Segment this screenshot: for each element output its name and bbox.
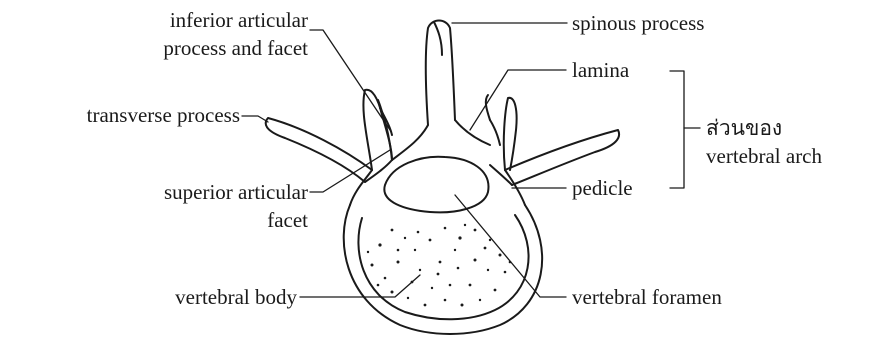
label-pedicle: pedicle xyxy=(572,176,633,200)
superior-articular-right-facet xyxy=(490,120,500,145)
label-arch-group-line2: vertebral arch xyxy=(706,144,822,168)
transverse-process-left xyxy=(266,118,372,182)
label-transverse-process: transverse process xyxy=(87,103,240,127)
vertebral-arch-bracket xyxy=(670,71,684,188)
label-superior-line1: superior articular xyxy=(164,180,308,204)
vertebral-foramen-outline xyxy=(384,157,488,213)
leader-foramen xyxy=(455,195,566,297)
label-vertebral-body: vertebral body xyxy=(175,285,297,309)
vertebral-body-outline xyxy=(344,205,542,334)
vertebral-body-inner-rim xyxy=(358,215,528,319)
leader-transverse xyxy=(242,116,268,122)
leader-inferior xyxy=(310,30,390,130)
lamina-left xyxy=(392,125,428,160)
leader-lamina xyxy=(470,70,566,130)
spinous-process-tip xyxy=(434,22,442,55)
label-inferior-line2: process and facet xyxy=(163,36,308,60)
label-superior-line2: facet xyxy=(267,208,308,232)
label-inferior-line1: inferior articular xyxy=(170,8,308,32)
label-lamina: lamina xyxy=(572,58,629,82)
label-vertebral-foramen: vertebral foramen xyxy=(572,285,722,309)
label-arch-group-line1: ส่วนของ xyxy=(706,116,782,140)
pedicle-left xyxy=(350,170,372,205)
label-spinous-process: spinous process xyxy=(572,11,704,35)
superior-articular-right xyxy=(504,98,517,170)
lamina-right xyxy=(455,120,490,145)
